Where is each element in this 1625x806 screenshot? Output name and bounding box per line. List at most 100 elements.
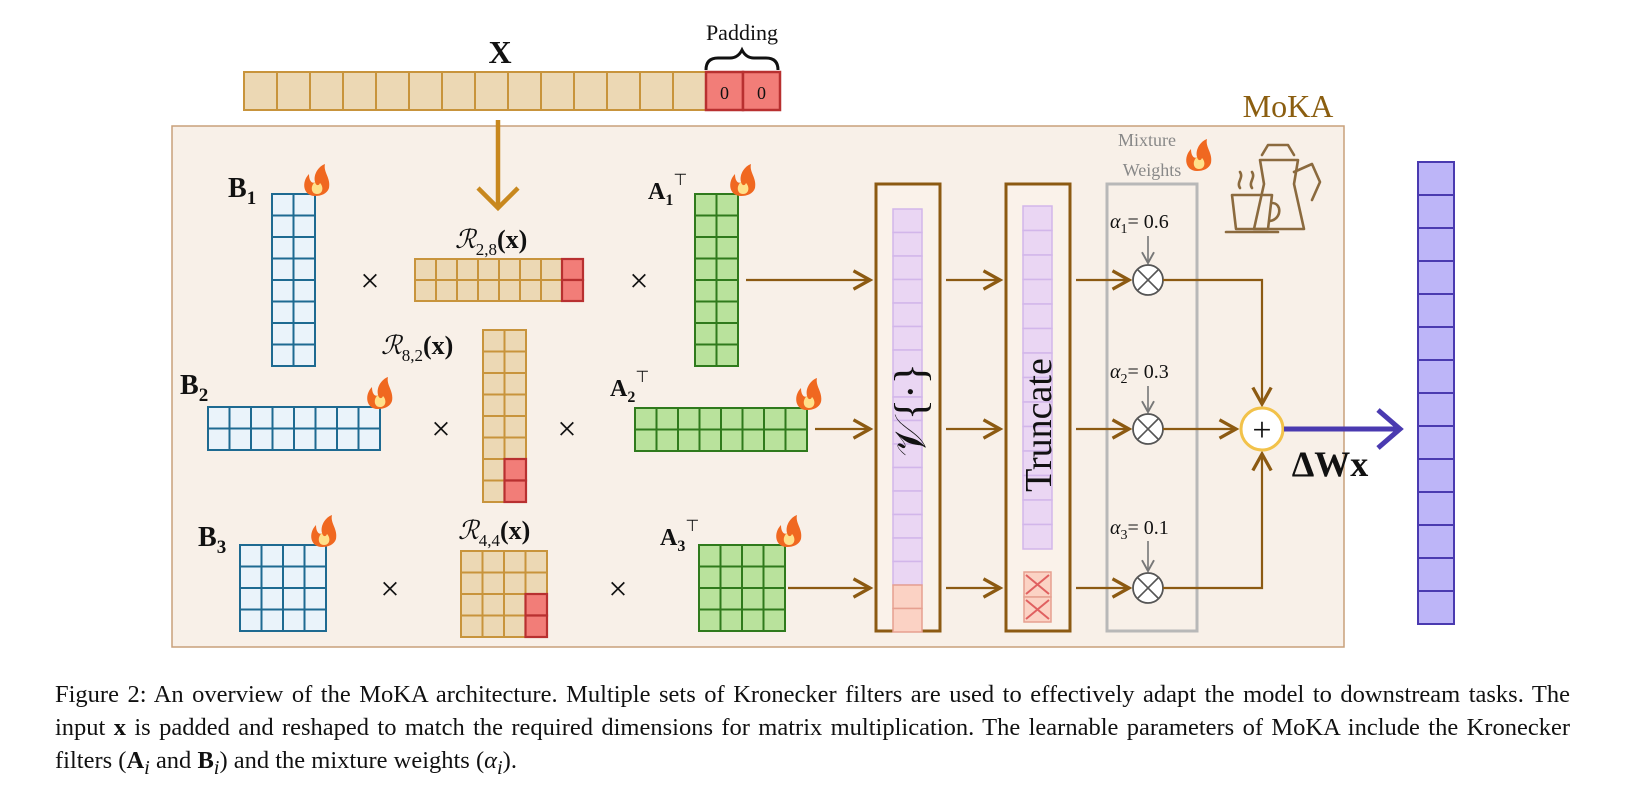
grid-cell xyxy=(503,479,528,504)
mixer-cross xyxy=(1137,269,1159,291)
grid-cell xyxy=(271,236,295,260)
grid-cell xyxy=(481,614,505,638)
input-cell xyxy=(276,71,311,111)
grid-cell xyxy=(239,608,263,632)
grid-cell xyxy=(715,279,739,303)
input-vector xyxy=(243,71,707,111)
grid-cell xyxy=(477,279,500,302)
grid-cell xyxy=(239,544,263,568)
reshape1-label: ℛ2,8(x) xyxy=(455,225,527,259)
flame-icon xyxy=(776,515,802,547)
grid-cell xyxy=(292,257,316,281)
truncate-cells xyxy=(1022,205,1053,623)
multiply-sign: × xyxy=(629,263,648,300)
mixture-weights-label-line1: Mixture xyxy=(1118,130,1176,150)
output-cell xyxy=(1417,458,1455,493)
vec-cell xyxy=(892,208,923,234)
grid-cell xyxy=(282,565,306,589)
grid-cell xyxy=(292,279,316,303)
grid-cell xyxy=(741,587,765,611)
truncate-cell xyxy=(1022,327,1053,354)
grid-cell xyxy=(762,608,786,632)
grid-cell xyxy=(763,428,787,452)
grid-cell xyxy=(694,322,718,346)
grid-cell xyxy=(524,550,548,574)
vec-cell xyxy=(892,466,923,492)
padding-label: Padding xyxy=(706,20,778,45)
grid-cell xyxy=(292,193,316,217)
grid-cell xyxy=(357,406,381,430)
input-cell xyxy=(573,71,608,111)
grid-cell xyxy=(698,407,722,431)
input-cell xyxy=(540,71,575,111)
alpha2-label: α2= 0.3 xyxy=(1110,361,1169,387)
grid-cell xyxy=(719,608,743,632)
grid-cell xyxy=(719,587,743,611)
grid-cell xyxy=(271,427,295,451)
grid-cell xyxy=(677,407,701,431)
grid-cell xyxy=(292,343,316,367)
mixer-cross xyxy=(1137,418,1159,440)
b1-matrix xyxy=(271,193,316,367)
truncate-cell xyxy=(1022,278,1053,305)
grid-cell xyxy=(524,571,548,595)
output-cell xyxy=(1417,425,1455,460)
grid-cell xyxy=(498,279,521,302)
grid-cell xyxy=(207,406,231,430)
flame-icon xyxy=(796,378,822,410)
grid-cell xyxy=(719,565,743,589)
truncate-label: Truncate xyxy=(1018,358,1060,492)
reshape2-label: ℛ8,2(x) xyxy=(381,331,453,365)
coffee-pot-icon xyxy=(1224,143,1322,234)
sum-symbol: + xyxy=(1252,412,1271,449)
grid-cell xyxy=(698,587,722,611)
grid-cell xyxy=(719,544,743,568)
moka-title: MoKA xyxy=(1243,88,1334,124)
grid-cell xyxy=(435,279,458,302)
grid-cell xyxy=(239,587,263,611)
grid-cell xyxy=(282,544,306,568)
grid-cell xyxy=(784,407,808,431)
grid-cell xyxy=(519,279,542,302)
input-arrowhead xyxy=(476,186,520,212)
truncate-cell xyxy=(1022,523,1053,550)
grid-cell xyxy=(460,571,484,595)
reshape3-label: ℛ4,4(x) xyxy=(458,516,530,550)
input-cell xyxy=(243,71,278,111)
truncate-cell xyxy=(1022,229,1053,256)
grid-cell xyxy=(282,587,306,611)
grid-cell xyxy=(271,322,295,346)
alpha3-label: α3= 0.1 xyxy=(1110,517,1169,543)
grid-cell xyxy=(634,407,658,431)
grid-cell xyxy=(293,427,317,451)
b2-label: B2 xyxy=(180,370,208,406)
grid-cell xyxy=(303,565,327,589)
vec-op-label: 𝒱{·} xyxy=(886,363,935,457)
multiply-sign: × xyxy=(360,263,379,300)
a3-label: A3⊤ xyxy=(660,518,699,555)
padding-cell xyxy=(704,70,745,112)
output-vector xyxy=(1417,161,1455,625)
output-cell xyxy=(1417,227,1455,262)
grid-cell xyxy=(482,479,506,503)
arrow xyxy=(1163,450,1273,590)
truncate-cell xyxy=(1022,499,1053,526)
grid-cell xyxy=(694,236,718,260)
grid-cell xyxy=(741,608,765,632)
connection-arrows xyxy=(746,236,1273,604)
grid-cell xyxy=(655,428,679,452)
a2-label: A2⊤ xyxy=(610,369,649,406)
grid-cell xyxy=(762,544,786,568)
grid-cell xyxy=(762,565,786,589)
output-cell xyxy=(1417,161,1455,196)
grid-cell xyxy=(482,350,506,374)
output-cell xyxy=(1417,524,1455,559)
input-cell xyxy=(474,71,509,111)
input-cell xyxy=(342,71,377,111)
flame-icons xyxy=(304,139,1212,547)
input-cell xyxy=(408,71,443,111)
alpha1-label: α1= 0.6 xyxy=(1110,211,1169,237)
grid-cell xyxy=(715,214,739,238)
vec-op-cells xyxy=(892,208,923,633)
input-cell xyxy=(507,71,542,111)
